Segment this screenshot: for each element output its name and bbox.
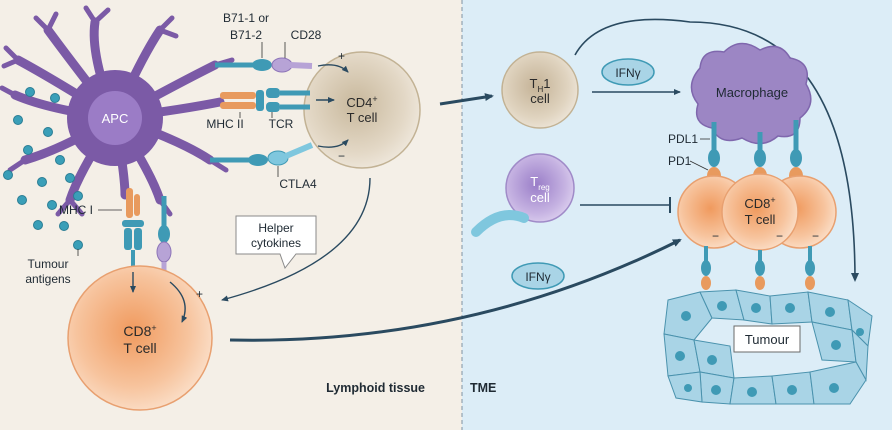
pd1-label: PD1 [668, 154, 692, 168]
cd28-signal-arrow [317, 64, 349, 73]
ifng-bottom-bubble: IFNγ [511, 262, 565, 290]
ifng-top-label: IFNγ [615, 66, 640, 80]
b71-label-1: B71-1 or [223, 11, 269, 25]
cd8-plus-sign: + [196, 287, 203, 301]
cd8-tme-label-2: T cell [745, 212, 776, 227]
lymphoid-tissue-label: Lymphoid tissue [326, 381, 425, 395]
cd28-plus-sign: + [338, 49, 345, 63]
mhc2-tcr-pair [220, 88, 310, 112]
tumour-label: Tumour [745, 332, 790, 347]
b71-label-2: B71-2 [230, 28, 262, 42]
treg-label: Treg [530, 174, 550, 192]
ctla4-label: CTLA4 [279, 177, 317, 191]
cd4-to-cd8-help-arrow [221, 177, 371, 302]
cd8-tumour-receptors [701, 246, 815, 290]
mhc1-label: MHC I [59, 203, 93, 217]
cd4-t-cell-label-2: T cell [347, 110, 378, 125]
ctla4-signal-arrow [317, 139, 349, 148]
b7-ctla4-pair [210, 142, 314, 166]
tumour-antigen-example [73, 240, 83, 250]
treg-label-2: cell [530, 190, 550, 205]
tumour-label-box [733, 325, 801, 353]
cd8-lymphoid-label: CD8+ [123, 323, 156, 339]
apc-label: APC [102, 111, 129, 126]
pdl1-label: PDL1 [668, 132, 698, 146]
macrophage-cell: Macrophage [690, 42, 812, 145]
th1-cell [501, 51, 579, 129]
macrophage-label: Macrophage [716, 85, 788, 100]
helper-cytokines-label-2: cytokines [251, 236, 301, 250]
tumour-antigens-label-1: Tumour [28, 257, 69, 271]
cd8-lymphoid-label-2: T cell [123, 340, 156, 356]
mhc2-label: MHC II [206, 117, 243, 131]
b7-cd28-pair [215, 57, 313, 73]
th1-label: TH1 [530, 76, 551, 94]
helper-cytokines-callout: Helper cytokines [235, 215, 317, 270]
tme-minus-sign-2: − [776, 229, 783, 243]
th1-label-2: cell [530, 91, 550, 106]
tumour-cluster: Tumour [663, 289, 873, 405]
helper-cytokines-label-1: Helper [258, 221, 293, 235]
tme-minus-sign-1: − [712, 229, 719, 243]
cd4-t-cell-label: CD4+ [346, 94, 377, 110]
tme-minus-sign-3: − [812, 229, 819, 243]
cd8-migration-arrow [229, 238, 682, 342]
tumour-antigens-label-2: antigens [25, 272, 70, 286]
cd4-to-th1-arrow [439, 93, 494, 106]
cd4-t-cell [303, 51, 421, 169]
ctla4-minus-sign: − [338, 149, 345, 163]
cd8-t-cell-cluster-tme: CD8+ T cell − − − [677, 173, 837, 251]
tme-label: TME [470, 381, 496, 395]
apc-cell: APC [0, 5, 235, 217]
tcr-label: TCR [269, 117, 294, 131]
ifng-top-bubble: IFNγ [601, 58, 655, 86]
cd28-cd8-signal-arrow [169, 281, 188, 323]
cd8-t-cell-lymphoid [67, 265, 213, 411]
th1-to-tumour-arrow [574, 18, 859, 282]
mhc1-tcr-pair [122, 188, 144, 268]
cd8-tme-label: CD8+ [744, 195, 775, 211]
cd28-label: CD28 [291, 28, 322, 42]
tumour-antigen-dots [3, 87, 83, 231]
ifng-bottom-label: IFNγ [525, 270, 550, 284]
treg-cell: Treg cell [471, 153, 575, 237]
